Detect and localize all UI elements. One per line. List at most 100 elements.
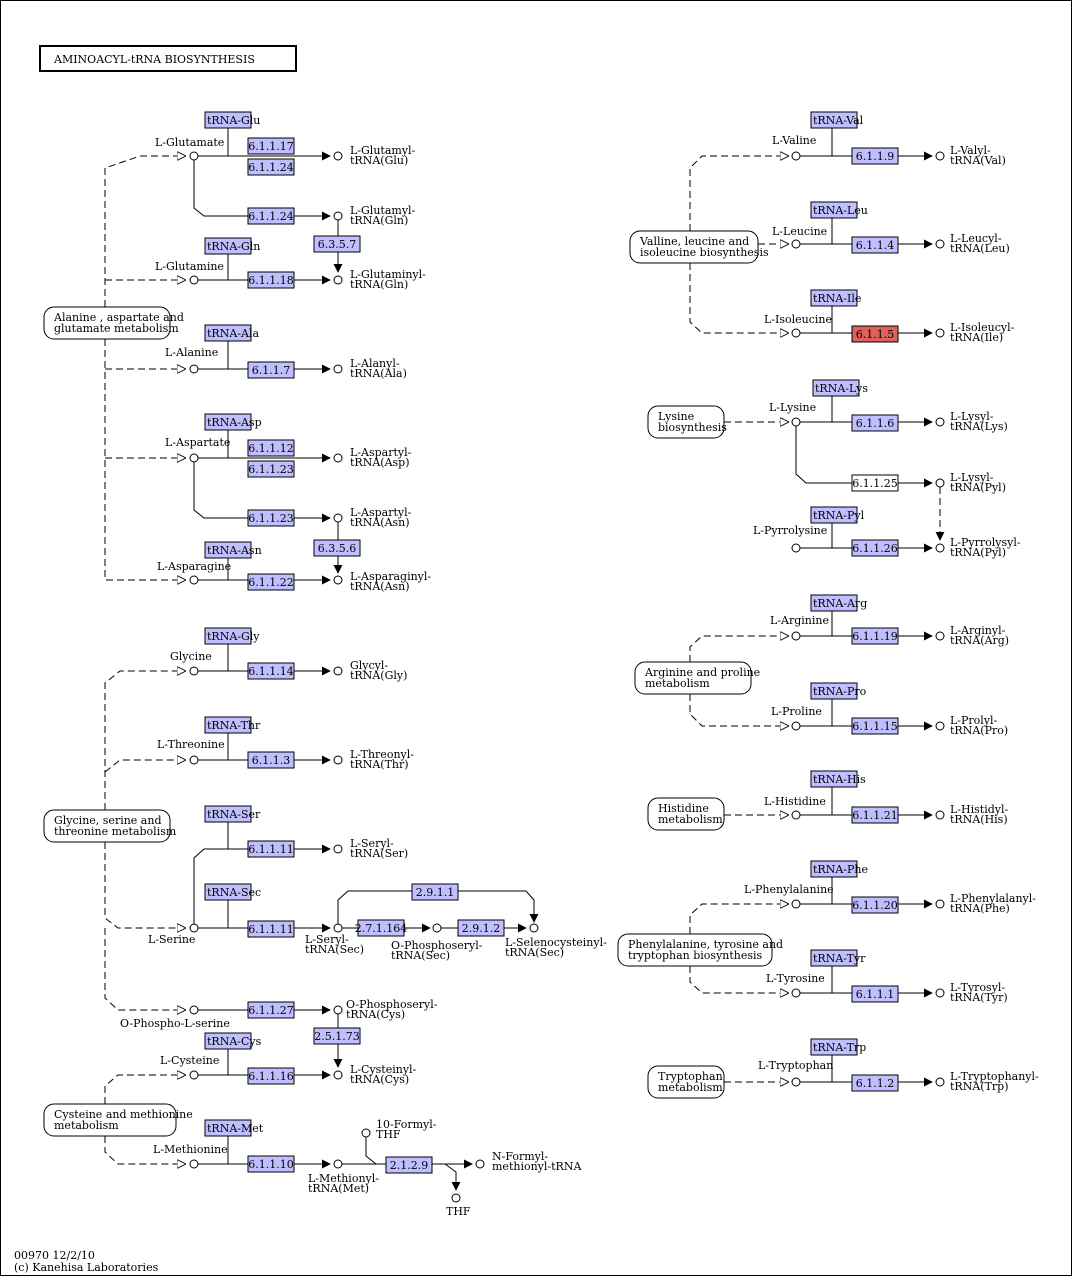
- compound-node[interactable]: [935, 328, 945, 338]
- trna-box[interactable]: tRNA-Pyl: [810, 506, 865, 524]
- compound-node[interactable]: [451, 1193, 461, 1203]
- enzyme-box[interactable]: 6.1.1.2: [851, 1074, 899, 1092]
- enzyme-box[interactable]: 6.1.1.23: [247, 509, 295, 527]
- compound-node[interactable]: [333, 364, 343, 374]
- compound-node[interactable]: [935, 721, 945, 731]
- enzyme-box[interactable]: 6.1.1.22: [247, 573, 295, 591]
- enzyme-box[interactable]: 6.1.1.18: [247, 271, 295, 289]
- compound-node[interactable]: [189, 666, 199, 676]
- trna-box[interactable]: tRNA-Asp: [204, 413, 262, 431]
- compound-node[interactable]: [791, 899, 801, 909]
- enzyme-box[interactable]: 6.1.1.21: [851, 806, 899, 824]
- compound-node[interactable]: [432, 923, 442, 933]
- compound-node[interactable]: [189, 453, 199, 463]
- compound-node[interactable]: [189, 575, 199, 585]
- compound-node[interactable]: [529, 923, 539, 933]
- trna-box[interactable]: tRNA-Asn: [204, 541, 262, 559]
- trna-box[interactable]: tRNA-Ile: [810, 289, 861, 307]
- compound-node[interactable]: [189, 275, 199, 285]
- compound-node[interactable]: [935, 1077, 945, 1087]
- compound-node[interactable]: [189, 1070, 199, 1080]
- compound-node[interactable]: [333, 1005, 343, 1015]
- enzyme-box[interactable]: 6.1.1.11: [247, 840, 295, 858]
- compound-node[interactable]: [791, 239, 801, 249]
- enzyme-box[interactable]: 6.1.1.24: [247, 207, 295, 225]
- enzyme-box[interactable]: 2.5.1.73: [313, 1027, 361, 1045]
- enzyme-box[interactable]: 6.1.1.12: [247, 439, 295, 457]
- enzyme-box[interactable]: 2.9.1.2: [457, 919, 505, 937]
- compound-node[interactable]: [475, 1159, 485, 1169]
- compound-node[interactable]: [189, 151, 199, 161]
- enzyme-box[interactable]: 6.1.1.23: [247, 460, 295, 478]
- compound-node[interactable]: [361, 1128, 371, 1138]
- trna-box[interactable]: tRNA-Leu: [810, 201, 868, 219]
- enzyme-box[interactable]: 6.1.1.10: [247, 1155, 295, 1173]
- compound-node[interactable]: [791, 631, 801, 641]
- compound-node[interactable]: [333, 755, 343, 765]
- compound-node[interactable]: [333, 151, 343, 161]
- trna-box[interactable]: tRNA-Sec: [204, 883, 261, 901]
- compound-node[interactable]: [935, 151, 945, 161]
- compound-node[interactable]: [935, 478, 945, 488]
- compound-node[interactable]: [189, 364, 199, 374]
- compound-node[interactable]: [189, 923, 199, 933]
- enzyme-box[interactable]: 6.3.5.7: [313, 235, 361, 253]
- compound-node[interactable]: [791, 328, 801, 338]
- compound-node[interactable]: [935, 810, 945, 820]
- trna-box[interactable]: tRNA-Glu: [204, 111, 260, 129]
- enzyme-box[interactable]: 6.1.1.16: [247, 1067, 295, 1085]
- enzyme-box[interactable]: 6.1.1.17: [247, 137, 295, 155]
- enzyme-box[interactable]: 2.7.1.164: [355, 919, 407, 937]
- enzyme-box[interactable]: 6.1.1.15: [851, 717, 899, 735]
- compound-node[interactable]: [791, 810, 801, 820]
- enzyme-box[interactable]: 6.1.1.9: [851, 147, 899, 165]
- enzyme-box[interactable]: 6.3.5.6: [313, 539, 361, 557]
- compound-node[interactable]: [935, 631, 945, 641]
- enzyme-box[interactable]: 6.1.1.27: [247, 1001, 295, 1019]
- trna-box[interactable]: tRNA-Cys: [204, 1032, 262, 1050]
- trna-box[interactable]: tRNA-Ser: [204, 805, 261, 823]
- enzyme-box[interactable]: 6.1.1.25: [851, 474, 899, 492]
- compound-node[interactable]: [333, 923, 343, 933]
- trna-box[interactable]: tRNA-Phe: [810, 860, 868, 878]
- enzyme-box[interactable]: 6.1.1.3: [247, 751, 295, 769]
- trna-box[interactable]: tRNA-Lys: [812, 379, 868, 397]
- compound-node[interactable]: [333, 1070, 343, 1080]
- compound-node[interactable]: [791, 543, 801, 553]
- trna-box[interactable]: tRNA-Arg: [810, 594, 867, 612]
- compound-node[interactable]: [791, 988, 801, 998]
- enzyme-box[interactable]: 6.1.1.26: [851, 539, 899, 557]
- trna-box[interactable]: tRNA-Val: [810, 111, 864, 129]
- compound-node[interactable]: [791, 417, 801, 427]
- compound-node[interactable]: [935, 899, 945, 909]
- compound-node[interactable]: [189, 755, 199, 765]
- trna-box[interactable]: tRNA-Trp: [810, 1038, 866, 1056]
- compound-node[interactable]: [935, 543, 945, 553]
- compound-node[interactable]: [935, 417, 945, 427]
- compound-node[interactable]: [791, 1077, 801, 1087]
- trna-box[interactable]: tRNA-Met: [204, 1119, 264, 1137]
- enzyme-box[interactable]: 6.1.1.14: [247, 662, 295, 680]
- trna-box[interactable]: tRNA-Gly: [204, 627, 260, 645]
- enzyme-box[interactable]: 2.1.2.9: [385, 1156, 433, 1174]
- compound-node[interactable]: [189, 1159, 199, 1169]
- trna-box[interactable]: tRNA-His: [810, 770, 866, 788]
- compound-node[interactable]: [189, 1005, 199, 1015]
- compound-node[interactable]: [935, 239, 945, 249]
- compound-node[interactable]: [791, 151, 801, 161]
- compound-node[interactable]: [333, 575, 343, 585]
- trna-box[interactable]: tRNA-Gln: [204, 237, 260, 255]
- enzyme-box[interactable]: 6.1.1.5: [851, 325, 899, 343]
- enzyme-box[interactable]: 6.1.1.7: [247, 361, 295, 379]
- trna-box[interactable]: tRNA-Thr: [204, 716, 261, 734]
- trna-box[interactable]: tRNA-Ala: [204, 324, 259, 342]
- compound-node[interactable]: [333, 211, 343, 221]
